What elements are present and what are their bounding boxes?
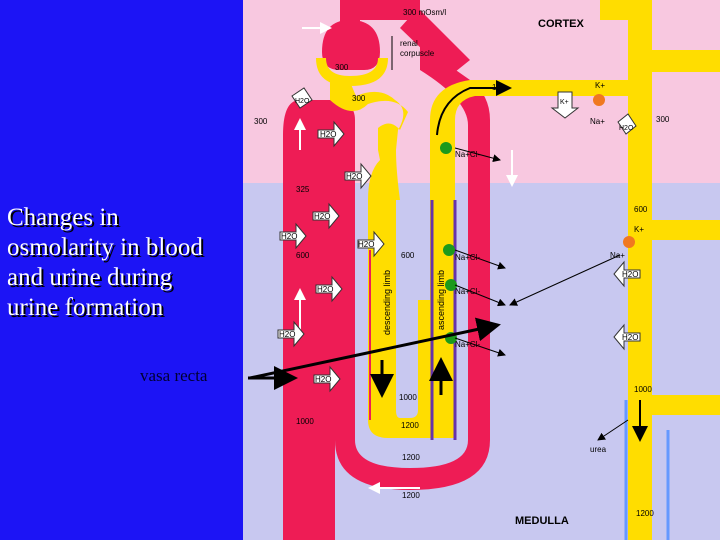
osm-label: 100 xyxy=(492,83,506,92)
k-pump xyxy=(593,94,605,106)
osm-label: 600 xyxy=(634,205,648,214)
h2o-label: H2O xyxy=(314,212,330,221)
h2o-arrow: H2O xyxy=(613,260,641,288)
descending-limb-label: descending limb xyxy=(382,270,392,335)
h2o-label: H2O xyxy=(622,333,638,342)
h2o-label: H2O xyxy=(281,232,297,241)
osm-label: 1000 xyxy=(634,385,652,394)
nephron-diagram: H2O H2O H2O H2O H2O H2O H2O H2O H2O H2O … xyxy=(243,0,720,540)
nacl-label: Na+Cl- xyxy=(455,287,480,296)
slide-title: Changes in osmolarity in blood and urine… xyxy=(7,203,243,323)
nacl-pump xyxy=(440,142,452,154)
h2o-arrow: H2O xyxy=(617,113,637,135)
h2o-arrow: H2O xyxy=(312,202,340,230)
urea-arrow xyxy=(597,419,629,441)
h2o-arrow: H2O xyxy=(315,275,343,303)
k-label: K+ xyxy=(634,225,644,234)
nacl-label: Na+Cl- xyxy=(455,150,480,159)
glomerulus xyxy=(322,20,380,70)
medulla-label: MEDULLA xyxy=(515,515,569,527)
k-pump xyxy=(623,236,635,248)
osm-label: 300 xyxy=(335,63,349,72)
na-arrow xyxy=(509,254,621,306)
vasa-recta-left xyxy=(283,45,490,540)
title-line: Changes in xyxy=(7,204,119,231)
proximal-tubule xyxy=(330,80,408,200)
h2o-label: H2O xyxy=(315,375,331,384)
osm-label: 1200 xyxy=(402,491,420,500)
osm-label: 300 xyxy=(254,117,268,126)
h2o-arrow: H2O xyxy=(277,320,305,348)
ion-arrow xyxy=(454,337,506,357)
h2o-arrow: H2O xyxy=(357,230,385,258)
h2o-label: H2O xyxy=(358,240,374,249)
h2o-label: H2O xyxy=(622,270,638,279)
ascending-limb-label: ascending limb xyxy=(436,270,446,330)
osm-label: 325 xyxy=(296,185,310,194)
ion-arrow xyxy=(454,284,506,307)
flow-arrow-dct xyxy=(436,80,512,136)
osm-label: 300 xyxy=(656,115,670,124)
nacl-pump xyxy=(445,279,457,291)
na-label: Na+ xyxy=(590,117,605,126)
h2o-label: H2O xyxy=(619,125,634,132)
osm-label: 600 xyxy=(401,251,415,260)
title-line: and urine during xyxy=(7,264,173,291)
title-line: osmolarity in blood xyxy=(7,234,203,261)
h2o-arrow: H2O xyxy=(313,365,341,393)
ascending-wall xyxy=(430,200,457,440)
ion-arrow xyxy=(454,147,501,163)
ascending-limb xyxy=(430,80,600,438)
nacl-label: Na+Cl- xyxy=(455,340,480,349)
nacl-pump xyxy=(443,244,455,256)
osm-label: 1000 xyxy=(296,417,314,426)
h2o-arrow: H2O xyxy=(613,323,641,351)
bowman-capsule xyxy=(316,58,388,86)
osm-label: 300 xyxy=(352,94,366,103)
k-label: K+ xyxy=(595,81,605,90)
efferent-arteriole xyxy=(400,8,470,76)
h2o-arrow: H2O xyxy=(291,87,313,109)
title-line: urine formation xyxy=(7,294,164,321)
h2o-arrow: H2O xyxy=(279,222,307,250)
cortex-label: CORTEX xyxy=(538,18,585,30)
collecting-duct-mid-branch xyxy=(652,220,720,240)
nacl-label: Na+Cl- xyxy=(455,253,480,262)
h2o-arrow: H2O xyxy=(317,120,345,148)
k-arrow-box: K+ xyxy=(550,91,580,119)
urea-label: urea xyxy=(590,445,607,454)
collecting-duct-low-branch xyxy=(652,395,720,415)
osm-label: 1200 xyxy=(402,453,420,462)
h2o-label: H2O xyxy=(317,285,333,294)
vasa-pointer-arrow xyxy=(249,317,501,380)
cd-branch-left xyxy=(600,0,628,20)
renal-corpuscle-label: renal xyxy=(400,39,418,48)
k-label: K+ xyxy=(560,99,569,106)
osm-label: 1200 xyxy=(401,421,419,430)
na-label: Na+ xyxy=(610,251,625,260)
osm-label: 1000 xyxy=(399,393,417,402)
h2o-label: H2O xyxy=(320,130,336,139)
ion-arrow xyxy=(454,249,506,270)
h2o-label: H2O xyxy=(295,98,310,105)
h2o-label: H2O xyxy=(346,172,362,181)
glomerulus-osm-label: 300 mOsm/l xyxy=(403,8,446,17)
h2o-label: H2O xyxy=(279,330,295,339)
osm-label: 1200 xyxy=(636,509,654,518)
renal-corpuscle-label: corpuscle xyxy=(400,49,435,58)
title-panel xyxy=(0,0,243,540)
vasa-recta-label: vasa recta xyxy=(140,366,208,385)
collecting-duct-top-branch xyxy=(652,50,720,72)
osm-label: 600 xyxy=(296,251,310,260)
h2o-arrow: H2O xyxy=(344,162,372,190)
